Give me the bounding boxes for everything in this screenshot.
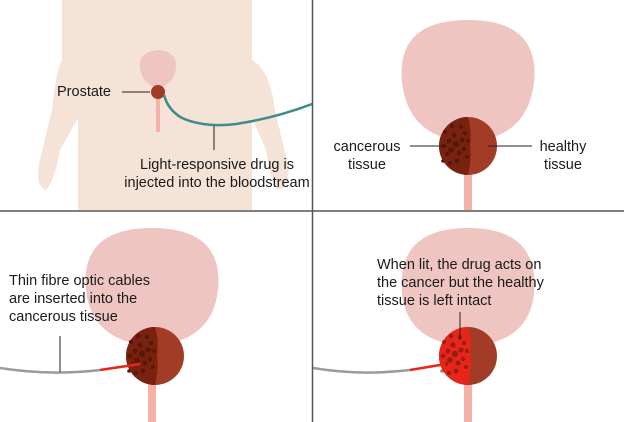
prostate-small — [151, 85, 165, 99]
bladder-4 — [401, 228, 535, 346]
panel-1 — [38, 0, 312, 210]
fibre-tip — [99, 362, 141, 372]
bladder-3 — [85, 228, 219, 346]
panel-3 — [0, 228, 219, 422]
body-silhouette — [38, 0, 289, 210]
panel-4 — [313, 228, 535, 422]
drug-activation-caption: When lit, the drug acts on the cancer bu… — [377, 257, 544, 309]
prostate-label: Prostate — [57, 84, 111, 100]
urethra-4 — [464, 378, 472, 422]
urethra-small — [156, 96, 160, 132]
fibre-tip-4 — [409, 362, 447, 372]
cancerous-tissue-label: cancerous tissue — [333, 139, 401, 173]
urethra-3 — [148, 378, 156, 422]
fibre-optic-caption: Thin fibre optic cables are inserted int… — [9, 273, 151, 325]
urethra — [464, 170, 472, 210]
bladder — [401, 20, 535, 142]
injection-tube — [162, 94, 312, 127]
drug-injection-caption: Light-responsive drug is injected into t… — [124, 157, 310, 191]
healthy-tissue-label: healthy tissue — [539, 139, 587, 173]
fibre-cable-4 — [313, 366, 411, 374]
fibre-cable — [0, 366, 101, 374]
panel-2 — [401, 20, 535, 210]
bladder-small — [139, 50, 177, 88]
